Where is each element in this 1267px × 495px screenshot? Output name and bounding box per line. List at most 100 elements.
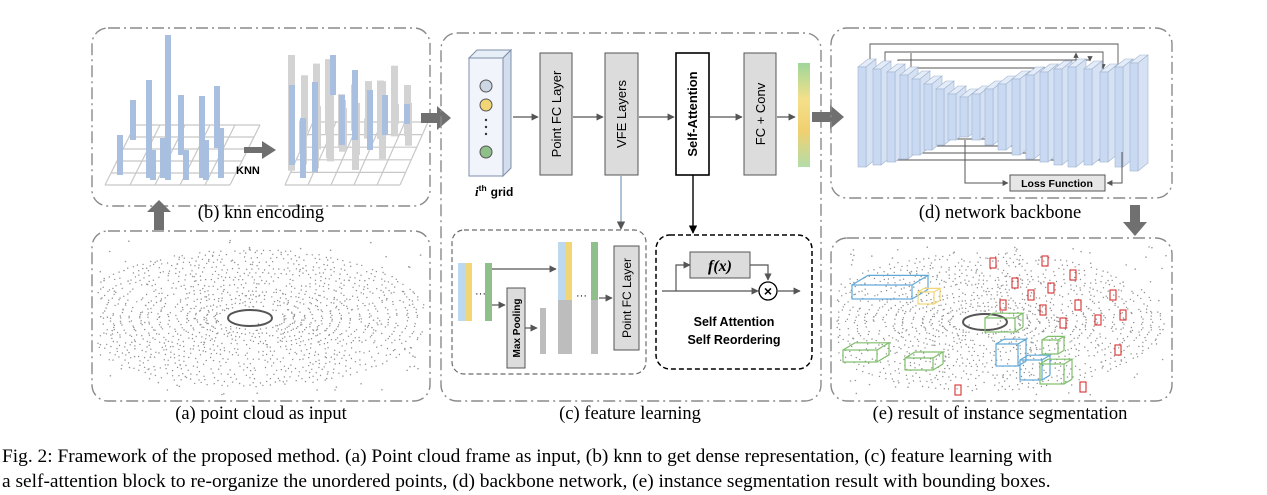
backbone-layer bbox=[923, 83, 933, 151]
knn-bar bbox=[382, 95, 388, 135]
caption-line-1: Fig. 2: Framework of the proposed method… bbox=[2, 446, 1053, 467]
point-cloud-image bbox=[97, 239, 425, 396]
knn-bar bbox=[203, 140, 209, 180]
knn-bar bbox=[117, 135, 123, 175]
backbone-layer bbox=[1083, 68, 1093, 166]
framework-figure: KNN (b) knn encoding (a) point cloud as … bbox=[91, 27, 1173, 424]
backbone-blocks bbox=[857, 54, 1149, 172]
panel-border bbox=[440, 32, 822, 402]
backbone-layer bbox=[959, 96, 969, 138]
knn-bar bbox=[377, 80, 384, 139]
caption-line-2: a self-attention block to re-organize th… bbox=[2, 471, 1051, 492]
panel-b-label: (b) knn encoding bbox=[198, 203, 324, 223]
knn-bar bbox=[391, 65, 398, 137]
output-feature-vector bbox=[798, 63, 810, 167]
knn-bar bbox=[367, 90, 373, 150]
vfe-label: VFE Layers bbox=[614, 80, 629, 148]
vfe-detail-box: ··· Max Pooling ··· Point FC Layer bbox=[451, 229, 647, 375]
knn-bar bbox=[404, 104, 410, 124]
panel-point-cloud: (a) point cloud as input bbox=[91, 230, 431, 424]
backbone-layer bbox=[911, 78, 921, 156]
knn-arrow-icon bbox=[244, 141, 276, 159]
arrow-right-icon bbox=[812, 105, 844, 129]
backbone-layer bbox=[971, 93, 981, 141]
backbone-layer bbox=[947, 93, 957, 141]
backbone-layer bbox=[1025, 74, 1035, 160]
backbone-layer bbox=[1129, 62, 1139, 172]
fc-conv-block: FC + Conv bbox=[743, 52, 777, 176]
panel-c-label: (c) feature learning bbox=[559, 404, 701, 424]
point-fc-small-label: Point FC Layer bbox=[620, 258, 634, 338]
backbone-layer bbox=[1053, 68, 1063, 166]
attn-caption-2: Self Reordering bbox=[687, 333, 780, 347]
backbone-layer bbox=[886, 71, 896, 163]
knn-bars-left bbox=[117, 35, 224, 180]
knn-bar bbox=[352, 118, 359, 170]
knn-bar bbox=[301, 75, 308, 132]
fc-conv-label: FC + Conv bbox=[753, 82, 768, 145]
panel-border bbox=[91, 230, 431, 402]
knn-bar bbox=[199, 96, 205, 178]
knn-bar bbox=[325, 59, 332, 136]
knn-bar bbox=[330, 55, 336, 95]
panel-border bbox=[830, 237, 1173, 402]
knn-bars-right bbox=[288, 55, 412, 178]
vfe-layers-block: VFE Layers bbox=[604, 52, 639, 176]
arrow-up-icon bbox=[147, 200, 171, 230]
knn-bar bbox=[165, 35, 171, 180]
knn-bar bbox=[146, 80, 152, 178]
segmentation-result-image bbox=[836, 246, 1167, 396]
panel-network-backbone: Loss Function (d) network backbone bbox=[830, 27, 1173, 223]
knn-bar bbox=[218, 128, 224, 178]
knn-bar bbox=[312, 82, 318, 172]
knn-bar bbox=[183, 150, 189, 180]
knn-bar bbox=[339, 95, 345, 145]
svg-text:×: × bbox=[764, 283, 772, 299]
knn-bar bbox=[289, 85, 295, 165]
backbone-layer bbox=[984, 88, 994, 146]
backbone-layer bbox=[1039, 71, 1049, 163]
max-pooling-label: Max Pooling bbox=[512, 299, 523, 358]
backbone-layer bbox=[899, 74, 909, 160]
knn-grid-left bbox=[104, 124, 261, 186]
knn-bar bbox=[130, 100, 136, 140]
attn-caption-1: Self Attention bbox=[694, 315, 775, 329]
knn-bar bbox=[352, 70, 358, 140]
svg-text:···: ··· bbox=[576, 290, 587, 302]
knn-bar bbox=[300, 118, 306, 178]
knn-bar bbox=[160, 138, 166, 178]
self-attention-label: Self-Attention bbox=[685, 71, 700, 156]
backbone-layer bbox=[1011, 78, 1021, 156]
panel-d-label: (d) network backbone bbox=[919, 203, 1081, 223]
point-fc-layer-block: Point FC Layer bbox=[539, 52, 573, 176]
figure-caption: Fig. 2: Framework of the proposed method… bbox=[2, 444, 1264, 494]
arrow-right-icon bbox=[421, 106, 451, 130]
backbone-layer bbox=[1099, 71, 1109, 163]
fx-label: f(x) bbox=[708, 258, 732, 275]
backbone-layer bbox=[997, 83, 1007, 151]
loss-function-label: Loss Function bbox=[1021, 178, 1093, 190]
backbone-layer bbox=[1114, 66, 1124, 168]
backbone-layer bbox=[935, 88, 945, 146]
panel-instance-segmentation: (e) result of instance segmentation bbox=[830, 237, 1173, 424]
self-attention-block: Self-Attention bbox=[675, 52, 710, 176]
bounding-boxes bbox=[842, 255, 1127, 396]
self-attention-detail-box: f(x) × Self Attention Self Reordering bbox=[655, 234, 813, 370]
knn-bar bbox=[214, 86, 220, 148]
knn-label: KNN bbox=[236, 165, 260, 177]
knn-bar bbox=[150, 150, 156, 180]
point-fc-label: Point FC Layer bbox=[549, 70, 564, 157]
knn-bar bbox=[326, 119, 333, 158]
backbone-layer bbox=[857, 66, 867, 168]
loss-function-box bbox=[1009, 174, 1106, 192]
grid-cell-cube bbox=[467, 48, 513, 178]
panel-e-label: (e) result of instance segmentation bbox=[873, 404, 1128, 424]
svg-text:···: ··· bbox=[475, 288, 486, 300]
panel-border bbox=[830, 27, 1173, 199]
knn-bar bbox=[178, 95, 184, 155]
backbone-layer bbox=[872, 68, 882, 166]
backbone-layer bbox=[1067, 66, 1077, 168]
panel-a-label: (a) point cloud as input bbox=[175, 404, 347, 424]
